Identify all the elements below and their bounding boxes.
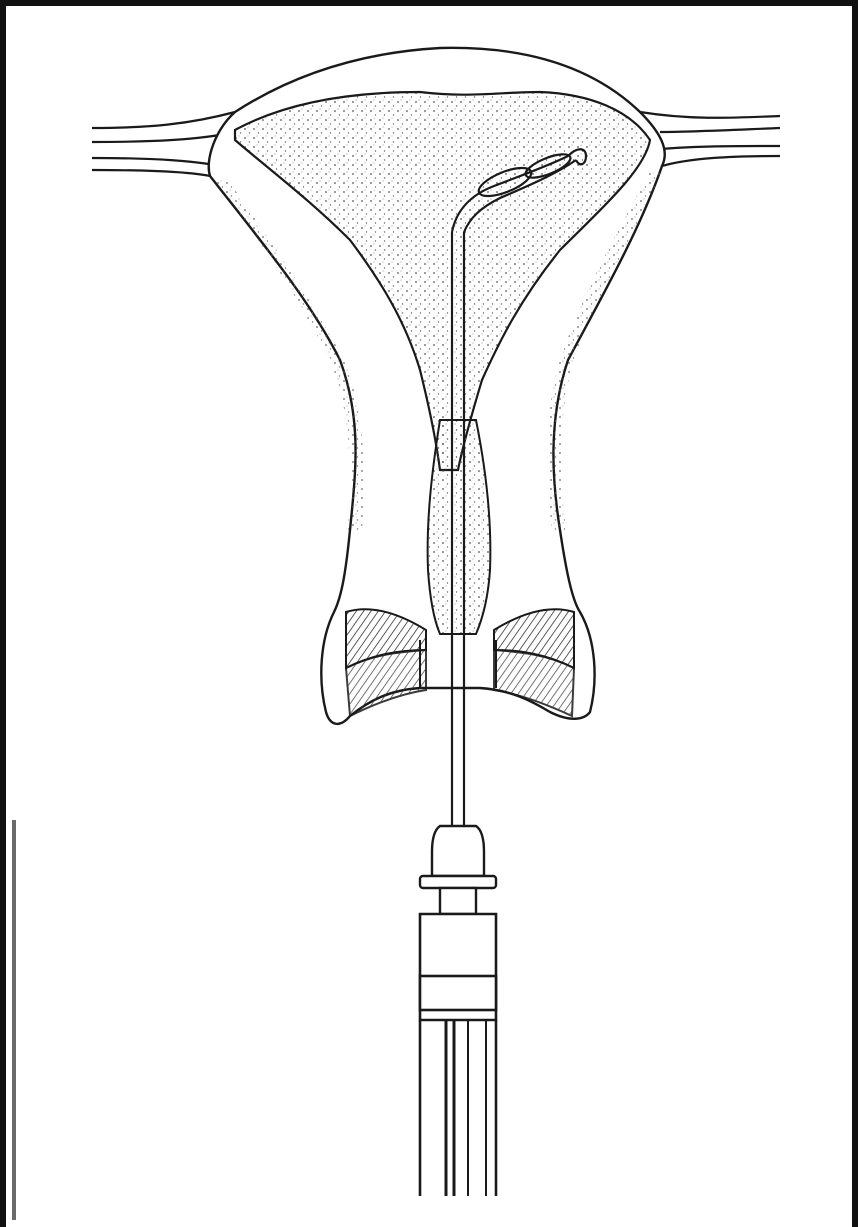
catheter-hub-icon bbox=[420, 826, 496, 914]
syringe-barrel-icon bbox=[420, 914, 496, 1196]
